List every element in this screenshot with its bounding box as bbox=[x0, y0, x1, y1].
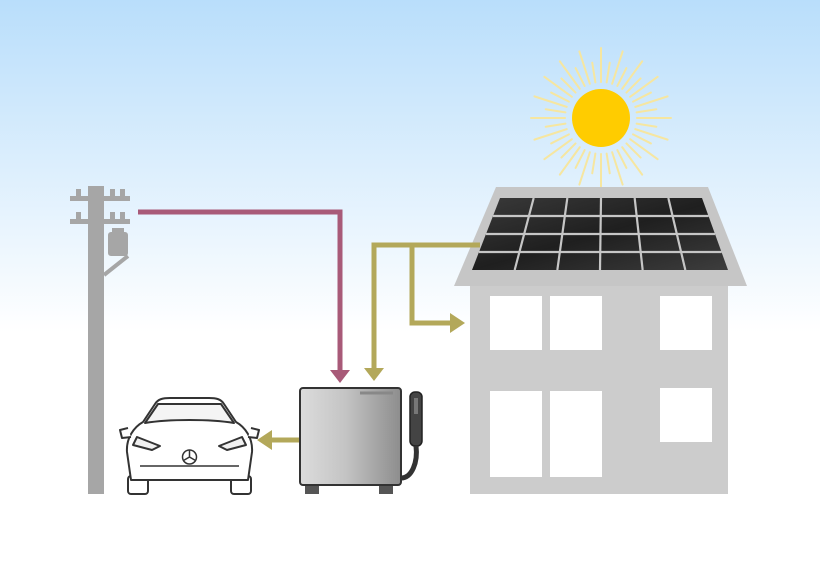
solar-panel-icon bbox=[472, 197, 728, 271]
sun-ray bbox=[605, 61, 611, 84]
sun-ray bbox=[605, 152, 611, 175]
sun-ray bbox=[550, 133, 570, 145]
panel-column-divider bbox=[598, 197, 603, 271]
panel-column-divider bbox=[667, 197, 687, 271]
sun-ray bbox=[629, 75, 659, 98]
sun-ray bbox=[544, 122, 567, 128]
sun-ray bbox=[629, 138, 659, 161]
sun-ray bbox=[621, 146, 644, 176]
sun-ray bbox=[625, 142, 642, 159]
sun-ray bbox=[558, 146, 581, 176]
panel-column-divider bbox=[633, 197, 644, 271]
sun-ray bbox=[591, 61, 597, 84]
flow-solar-to-charger bbox=[364, 242, 480, 381]
sun-ray bbox=[616, 149, 628, 169]
sun-ray bbox=[635, 122, 658, 128]
sun-ray bbox=[543, 75, 573, 98]
sun-icon bbox=[530, 47, 672, 189]
sun-ray bbox=[591, 152, 597, 175]
sun-ray bbox=[611, 50, 624, 85]
sun-ray bbox=[558, 60, 581, 90]
panel-column-divider bbox=[513, 197, 535, 271]
sun-ray bbox=[634, 95, 669, 108]
sun-ray bbox=[560, 142, 577, 159]
sun-ray bbox=[550, 91, 570, 103]
sun-ray bbox=[611, 151, 624, 186]
flow-grid-to-charger bbox=[138, 209, 350, 383]
flow-charger-to-car bbox=[257, 430, 300, 450]
sun-ray bbox=[632, 91, 652, 103]
car-icon bbox=[119, 397, 260, 495]
sun-ray bbox=[616, 67, 628, 87]
flow-solar-to-house bbox=[409, 245, 465, 333]
sun-ray bbox=[578, 151, 591, 186]
utility-pole-icon bbox=[70, 186, 130, 494]
sun-ray bbox=[574, 67, 586, 87]
sun-ray bbox=[574, 149, 586, 169]
sun-ray bbox=[533, 95, 568, 108]
ev-charger-icon bbox=[299, 387, 423, 494]
sun-ray bbox=[635, 108, 658, 114]
sun-ray bbox=[560, 77, 577, 94]
sun-ray bbox=[533, 128, 568, 141]
sun-ray bbox=[621, 60, 644, 90]
sun-ray bbox=[544, 108, 567, 114]
sun-ray bbox=[625, 77, 642, 94]
sun-ray bbox=[578, 50, 591, 85]
panel-column-divider bbox=[556, 197, 569, 271]
sun-ray bbox=[632, 133, 652, 145]
sun-ray bbox=[634, 128, 669, 141]
sun-ray bbox=[543, 138, 573, 161]
